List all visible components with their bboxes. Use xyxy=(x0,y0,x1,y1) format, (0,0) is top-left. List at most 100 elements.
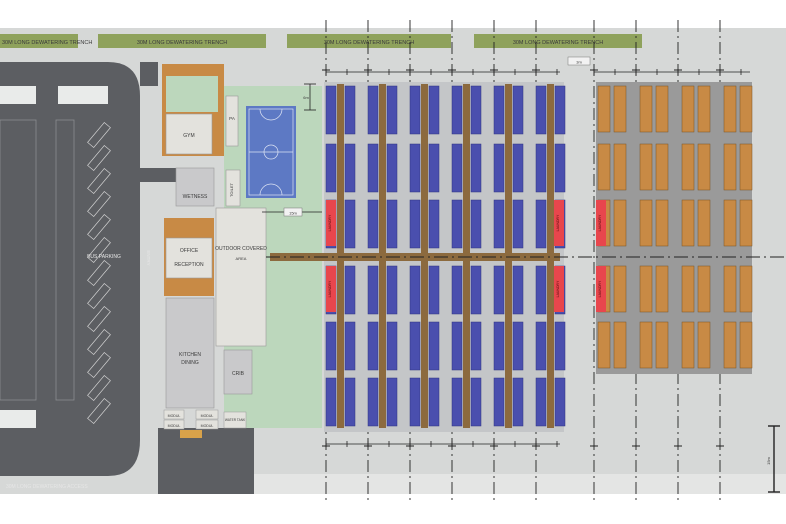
modul-unit xyxy=(163,419,185,430)
timber-block xyxy=(639,199,653,247)
trench-label: 30M LONG DEWATERING TRENCH xyxy=(513,40,603,46)
accommodation-block xyxy=(470,85,482,135)
water-tank-label: WATER TANK xyxy=(225,418,246,422)
accommodation-block xyxy=(428,199,440,249)
trench-label: 30M LONG DEWATERING TRENCH xyxy=(2,40,92,46)
accommodation-block xyxy=(325,143,337,193)
accommodation-block xyxy=(512,143,524,193)
accommodation-block xyxy=(470,143,482,193)
laundry-blocks: LAUNDRYLAUNDRYLAUNDRYLAUNDRYLAUNDRYLAUND… xyxy=(326,200,606,312)
modul-label: MODUL xyxy=(201,414,214,418)
bus-bay xyxy=(87,213,111,241)
timber-block xyxy=(613,321,627,369)
laundry-label: LAUNDRY xyxy=(328,214,332,231)
median-island xyxy=(0,86,36,104)
accommodation-block xyxy=(470,321,482,371)
laundry-block xyxy=(554,200,564,246)
accommodation-block xyxy=(493,199,505,249)
right-dim-label: 15m xyxy=(766,456,771,464)
accommodation-block xyxy=(367,377,379,427)
accommodation-block xyxy=(367,199,379,249)
timber-block xyxy=(639,85,653,133)
crib-label: CRIB xyxy=(232,371,245,377)
outdoor-label: OUTDOOR COVERED xyxy=(215,246,267,252)
bus-parking-label: BUS PARKING xyxy=(87,254,121,260)
accommodation-block xyxy=(386,321,398,371)
bus-bay xyxy=(87,351,111,379)
accommodation-block xyxy=(409,377,421,427)
modul-label: MODUL xyxy=(168,414,181,418)
accommodation-block xyxy=(367,143,379,193)
accommodation-block xyxy=(535,199,547,249)
gym-lawn xyxy=(166,76,218,112)
gym-room xyxy=(165,113,213,155)
accommodation-block xyxy=(493,321,505,371)
timber-block xyxy=(681,321,695,369)
laundry-label: LAUNDRY xyxy=(598,280,602,297)
accommodation-block xyxy=(470,377,482,427)
timber-block xyxy=(723,265,737,313)
accommodation-block xyxy=(512,199,524,249)
accommodation-block xyxy=(451,199,463,249)
trench-bar xyxy=(474,34,642,48)
trench-label: 30M LONG DEWATERING TRENCH xyxy=(324,40,414,46)
timber-block xyxy=(681,199,695,247)
accommodation-block xyxy=(409,265,421,315)
timber-block xyxy=(723,85,737,133)
accommodation-block xyxy=(344,143,356,193)
accommodation-block xyxy=(367,85,379,135)
accommodation-block xyxy=(535,85,547,135)
accommodation-block xyxy=(386,143,398,193)
road-surface xyxy=(0,62,140,476)
accommodation-block xyxy=(554,377,566,427)
accommodation-block xyxy=(554,321,566,371)
timber-block xyxy=(739,321,753,369)
trench-4: 30M LONG DEWATERING TRENCH xyxy=(474,34,642,48)
outdoor-covered-area xyxy=(215,207,267,347)
accommodation-block xyxy=(451,321,463,371)
bus-bay xyxy=(87,282,111,310)
timber-block xyxy=(723,321,737,369)
parking-bay-column xyxy=(0,119,37,401)
toilet-label: TOILET xyxy=(229,182,234,196)
trench-label: 30M LONG DEWATERING TRENCH xyxy=(137,40,227,46)
timber-block xyxy=(655,143,669,191)
bus-bay xyxy=(87,397,111,425)
timber-block xyxy=(739,143,753,191)
central-walkway: 15m xyxy=(262,207,786,261)
accommodation-block xyxy=(409,321,421,371)
accommodation-block xyxy=(535,143,547,193)
accommodation-block xyxy=(428,265,440,315)
bus-bay xyxy=(87,259,111,287)
timber-block xyxy=(613,265,627,313)
mid-dim-label: 15m xyxy=(289,211,297,216)
bus-bay xyxy=(87,374,111,402)
court-arc-top xyxy=(259,108,283,121)
timber-block xyxy=(739,199,753,247)
accommodation-block xyxy=(428,85,440,135)
accommodation-block xyxy=(535,321,547,371)
accommodation-zone-timber xyxy=(596,82,753,374)
accommodation-block xyxy=(344,199,356,249)
accommodation-block xyxy=(512,321,524,371)
laundry-block xyxy=(596,266,606,312)
side-dim-label: 6m xyxy=(303,95,309,100)
accommodation-block xyxy=(409,85,421,135)
accommodation-block xyxy=(451,265,463,315)
modul-label: MODUL xyxy=(201,424,214,428)
entry-label: ENTRY xyxy=(146,250,151,265)
wetness-label: WETNESS xyxy=(183,194,208,200)
road-stub-top xyxy=(140,62,158,86)
accommodation-block xyxy=(367,265,379,315)
accommodation-block xyxy=(493,377,505,427)
timber-block xyxy=(681,143,695,191)
timber-block xyxy=(697,143,711,191)
laundry-label: LAUNDRY xyxy=(556,214,560,231)
median-island xyxy=(0,410,36,428)
parking-bay-column xyxy=(55,119,75,401)
accommodation-block xyxy=(409,143,421,193)
accommodation-block xyxy=(470,199,482,249)
accommodation-block xyxy=(554,143,566,193)
bus-bay xyxy=(87,305,111,333)
